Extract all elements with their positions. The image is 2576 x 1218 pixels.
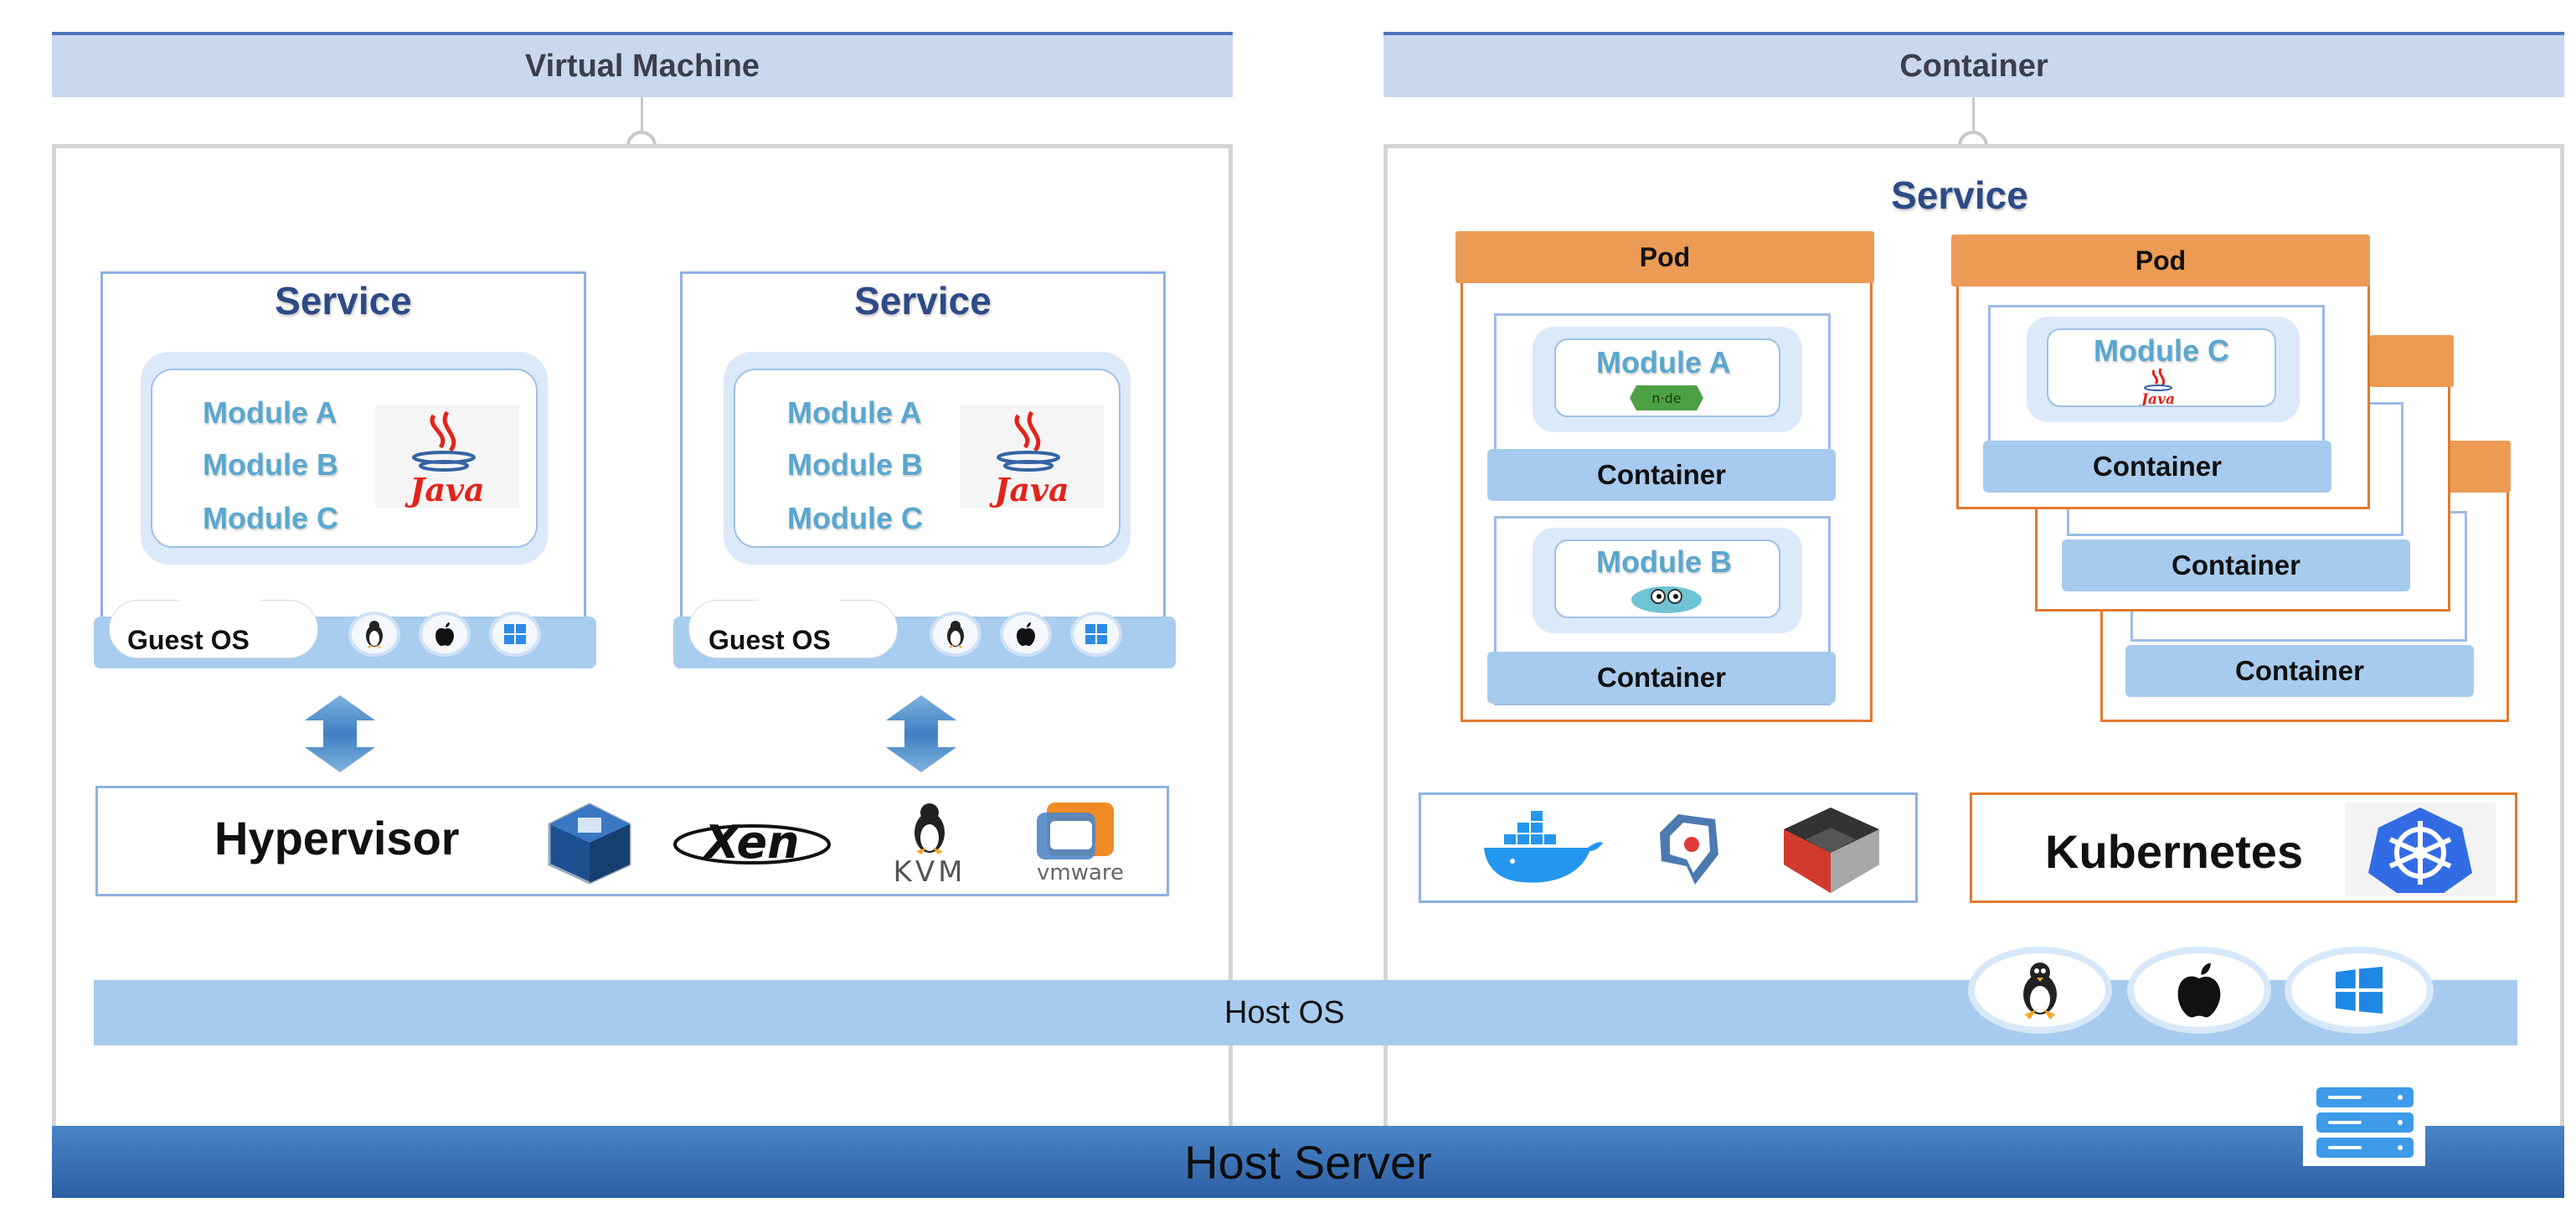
module-c-panel <box>2047 328 2276 407</box>
pod-header-2-back-2 <box>2440 441 2511 493</box>
vm-module-c-1: Module C <box>203 501 338 535</box>
host-os-label: Host OS <box>1224 995 1345 1030</box>
kubernetes-helm-icon <box>2345 803 2496 896</box>
double-arrow-icon <box>305 695 375 772</box>
kubernetes-label: Kubernetes <box>2045 825 2304 878</box>
windows-icon <box>2285 947 2434 1034</box>
host-server-label: Host Server <box>1184 1135 1432 1189</box>
container-bar-back-2: Container <box>2125 645 2474 697</box>
go-gopher-icon <box>1628 581 1705 615</box>
kvm-logo-icon: KVM <box>871 801 988 889</box>
linux-tux-icon <box>930 612 981 657</box>
double-arrow-icon <box>886 695 956 772</box>
container-bar-c: Container <box>1983 441 2331 493</box>
container-connector-line <box>1972 97 1975 134</box>
nodejs-logo-icon: n·de <box>1628 384 1705 412</box>
svg-text:Java: Java <box>989 471 1069 508</box>
windows-icon <box>1070 612 1122 657</box>
vm-module-a-1: Module A <box>203 395 337 430</box>
host-server-bar: Host Server <box>52 1126 2564 1198</box>
vm-connector-line <box>641 97 643 134</box>
svg-text:Java: Java <box>2139 391 2175 405</box>
container-panel-header: Container <box>1383 32 2564 97</box>
java-logo-icon: Java <box>960 405 1104 508</box>
vm-module-b-2: Module B <box>787 447 923 482</box>
linux-tux-icon <box>1968 947 2112 1034</box>
container-bar-b: Container <box>1487 652 1836 704</box>
guest-os-label-1: Guest OS <box>127 625 250 655</box>
vm-service-title-2: Service <box>854 279 992 323</box>
virtualbox-logo-icon <box>543 801 636 885</box>
hypervisor-label: Hypervisor <box>214 812 460 864</box>
vmware-logo-icon: vmware <box>1025 801 1136 885</box>
vm-panel-header: Virtual Machine <box>52 32 1233 97</box>
vm-service-title-1: Service <box>275 279 412 323</box>
vm-module-a-2: Module A <box>787 395 922 430</box>
container-service-title: Service <box>1891 173 2028 217</box>
module-c-label: Module C <box>2094 333 2229 368</box>
svg-text:n·de: n·de <box>1651 390 1681 406</box>
docker-logo-icon <box>1479 809 1605 890</box>
apple-icon <box>419 612 471 657</box>
vm-module-c-2: Module C <box>787 501 923 535</box>
java-logo-icon: Java <box>2125 367 2191 408</box>
pod-header-1: Pod <box>1455 231 1874 283</box>
svg-text:Xen: Xen <box>702 816 799 869</box>
guest-os-label-2: Guest OS <box>708 625 831 655</box>
xen-logo-icon: Xen <box>670 809 834 876</box>
guest-os-cloud-top-2 <box>749 590 849 640</box>
apple-icon <box>2127 947 2271 1034</box>
apple-icon <box>1000 612 1052 657</box>
hypervisor-box <box>95 786 1169 896</box>
server-rack-icon <box>2303 1082 2425 1166</box>
windows-icon <box>489 612 541 657</box>
svg-text:Java: Java <box>404 471 484 508</box>
container-bar-back-1: Container <box>2062 539 2410 591</box>
java-logo-icon: Java <box>375 405 519 508</box>
svg-text:vmware: vmware <box>1037 860 1124 885</box>
host-os-bar <box>94 980 2517 1045</box>
module-b-label: Module B <box>1596 544 1732 579</box>
module-a-label: Module A <box>1596 345 1731 379</box>
pod-header-2: Pod <box>1951 235 2370 286</box>
guest-os-cloud-top-1 <box>169 590 270 640</box>
container-bar-a: Container <box>1487 449 1836 501</box>
pod-header-2-back-1 <box>2370 335 2454 387</box>
lxc-logo-icon <box>1780 804 1883 896</box>
linux-tux-icon <box>348 612 400 657</box>
svg-text:KVM: KVM <box>894 855 966 885</box>
rkt-logo-icon <box>1645 808 1728 891</box>
vm-module-b-1: Module B <box>203 447 338 482</box>
